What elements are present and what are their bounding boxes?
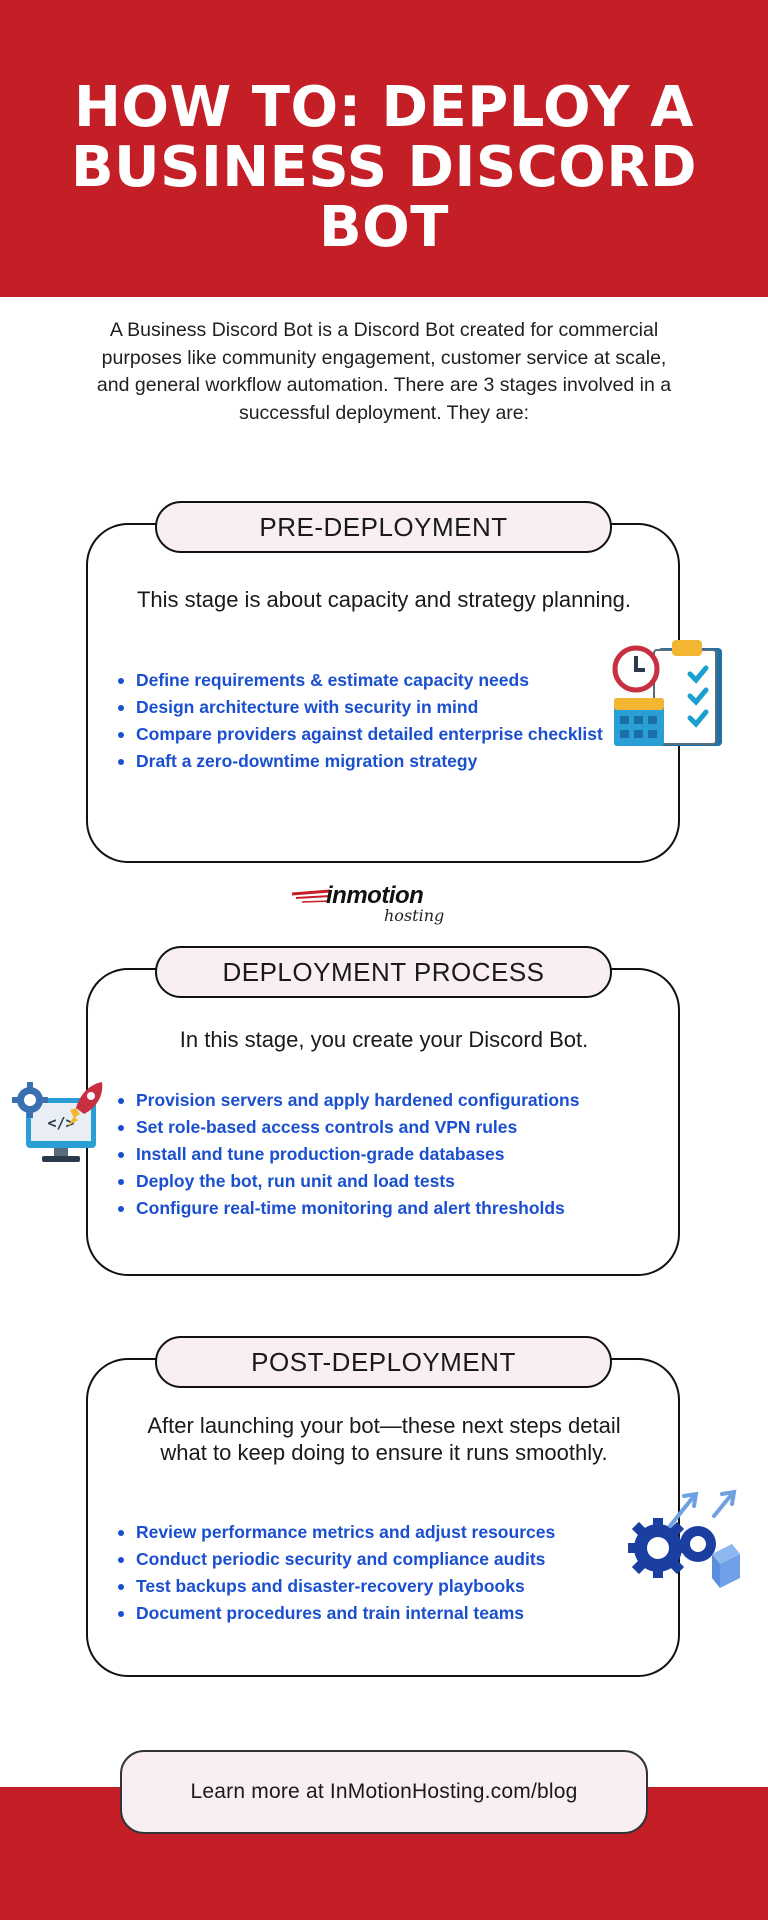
- section-card-post-deployment: [86, 1358, 680, 1677]
- page-title: HOW TO: DEPLOY A BUSINESS DISCORD BOT: [70, 75, 698, 260]
- bullet-list: Define requirements & estimate capacity …: [112, 667, 642, 775]
- section-description: This stage is about capacity and strateg…: [136, 587, 632, 612]
- inmotion-hosting-logo: inmotion hosting: [292, 882, 452, 926]
- list-item: Define requirements & estimate capacity …: [112, 667, 642, 694]
- footer-link[interactable]: Learn more at InMotionHosting.com/blog: [120, 1750, 648, 1834]
- section-label-pre-deployment: PRE-DEPLOYMENT: [155, 501, 612, 553]
- list-item: Deploy the bot, run unit and load tests: [112, 1168, 642, 1195]
- list-item: Test backups and disaster-recovery playb…: [112, 1573, 642, 1600]
- logo-subtext: hosting: [384, 906, 445, 925]
- svg-text:</>: </>: [47, 1114, 74, 1132]
- logo-swoosh-icon: [292, 889, 331, 903]
- section-card-pre-deployment: [86, 523, 680, 863]
- list-item: Conduct periodic security and compliance…: [112, 1546, 642, 1573]
- bullet-list: Provision servers and apply hardened con…: [112, 1087, 642, 1222]
- section-label-post-deployment: POST-DEPLOYMENT: [155, 1336, 612, 1388]
- list-item: Document procedures and train internal t…: [112, 1600, 642, 1627]
- list-item: Set role-based access controls and VPN r…: [112, 1114, 642, 1141]
- header-banner: HOW TO: DEPLOY A BUSINESS DISCORD BOT: [0, 0, 768, 297]
- list-item: Install and tune production-grade databa…: [112, 1141, 642, 1168]
- bullet-list: Review performance metrics and adjust re…: [112, 1519, 642, 1627]
- planning-checklist-icon: [612, 640, 722, 746]
- gear-cube-growth-icon: [628, 1489, 740, 1588]
- list-item: Provision servers and apply hardened con…: [112, 1087, 642, 1114]
- list-item: Draft a zero-downtime migration strategy: [112, 748, 642, 775]
- list-item: Configure real-time monitoring and alert…: [112, 1195, 642, 1222]
- section-description: After launching your bot—these next step…: [147, 1413, 621, 1465]
- intro-paragraph: A Business Discord Bot is a Discord Bot …: [96, 319, 672, 424]
- list-item: Compare providers against detailed enter…: [112, 721, 642, 748]
- section-label-deployment-process: DEPLOYMENT PROCESS: [155, 946, 612, 998]
- logo-wordmark: inmotion: [326, 882, 424, 909]
- monitor-code-rocket-icon: </>: [12, 1082, 103, 1162]
- list-item: Review performance metrics and adjust re…: [112, 1519, 642, 1546]
- section-description: In this stage, you create your Discord B…: [179, 1027, 589, 1052]
- list-item: Design architecture with security in min…: [112, 694, 642, 721]
